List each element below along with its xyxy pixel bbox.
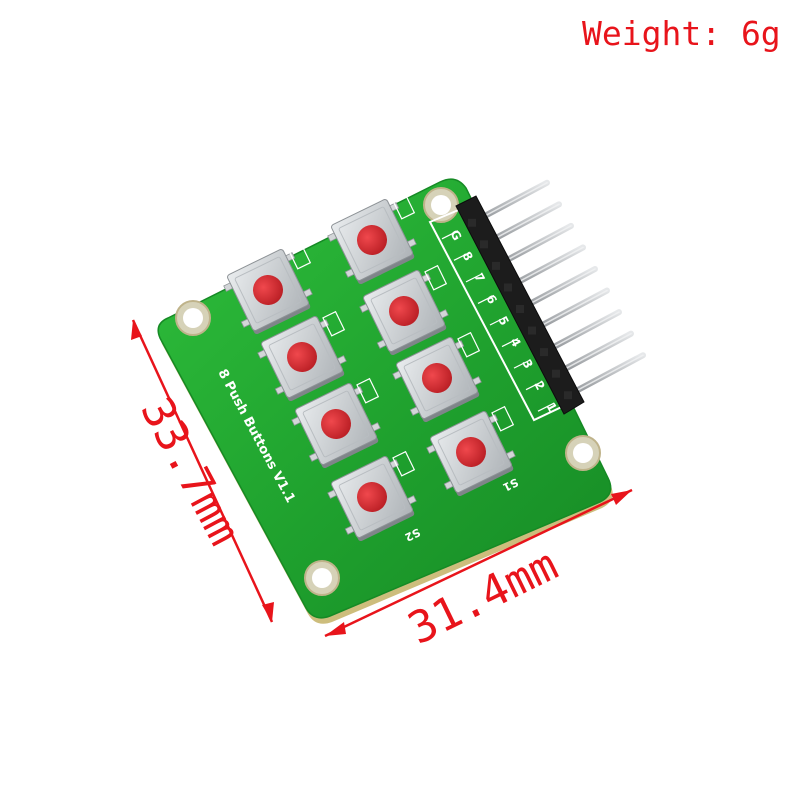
push-button[interactable]	[423, 402, 531, 500]
mounting-hole	[175, 300, 211, 336]
arrow-head-icon	[611, 490, 632, 505]
button-cap[interactable]	[384, 291, 424, 331]
button-cap[interactable]	[451, 432, 491, 472]
header-pad	[528, 326, 536, 335]
button-cap[interactable]	[248, 270, 288, 310]
button-cap[interactable]	[352, 477, 392, 517]
push-button[interactable]	[324, 190, 432, 288]
weight-label: Weight: 6g	[582, 14, 781, 53]
mounting-hole	[565, 435, 601, 471]
button-label: S1	[501, 475, 521, 494]
header-pad	[468, 218, 476, 227]
header-pad	[504, 283, 512, 292]
header-pin	[553, 330, 634, 377]
push-button[interactable]	[324, 447, 432, 545]
push-button[interactable]	[288, 374, 396, 472]
header-pad	[540, 348, 548, 357]
header-pin	[517, 266, 598, 312]
arrow-head-icon	[131, 320, 142, 340]
button-cap[interactable]	[282, 337, 322, 377]
header-pad	[552, 369, 560, 378]
header-pad	[516, 305, 524, 313]
arrow-head-icon	[325, 622, 346, 636]
push-button[interactable]	[389, 328, 497, 426]
mounting-holes	[175, 187, 601, 596]
button-cap[interactable]	[417, 358, 457, 398]
button-cap[interactable]	[316, 404, 356, 444]
header-pin	[565, 352, 646, 399]
header-pin	[541, 309, 622, 356]
header-pad	[492, 261, 500, 270]
header-pin	[529, 287, 610, 334]
push-button[interactable]	[254, 307, 362, 405]
button-label: S2	[403, 525, 423, 544]
push-button[interactable]	[220, 240, 328, 338]
arrow-head-icon	[262, 602, 274, 622]
button-cap[interactable]	[352, 220, 392, 260]
mounting-hole	[304, 560, 340, 596]
header-pad	[480, 240, 488, 249]
header-pad	[564, 391, 572, 400]
push-button[interactable]	[356, 261, 464, 359]
